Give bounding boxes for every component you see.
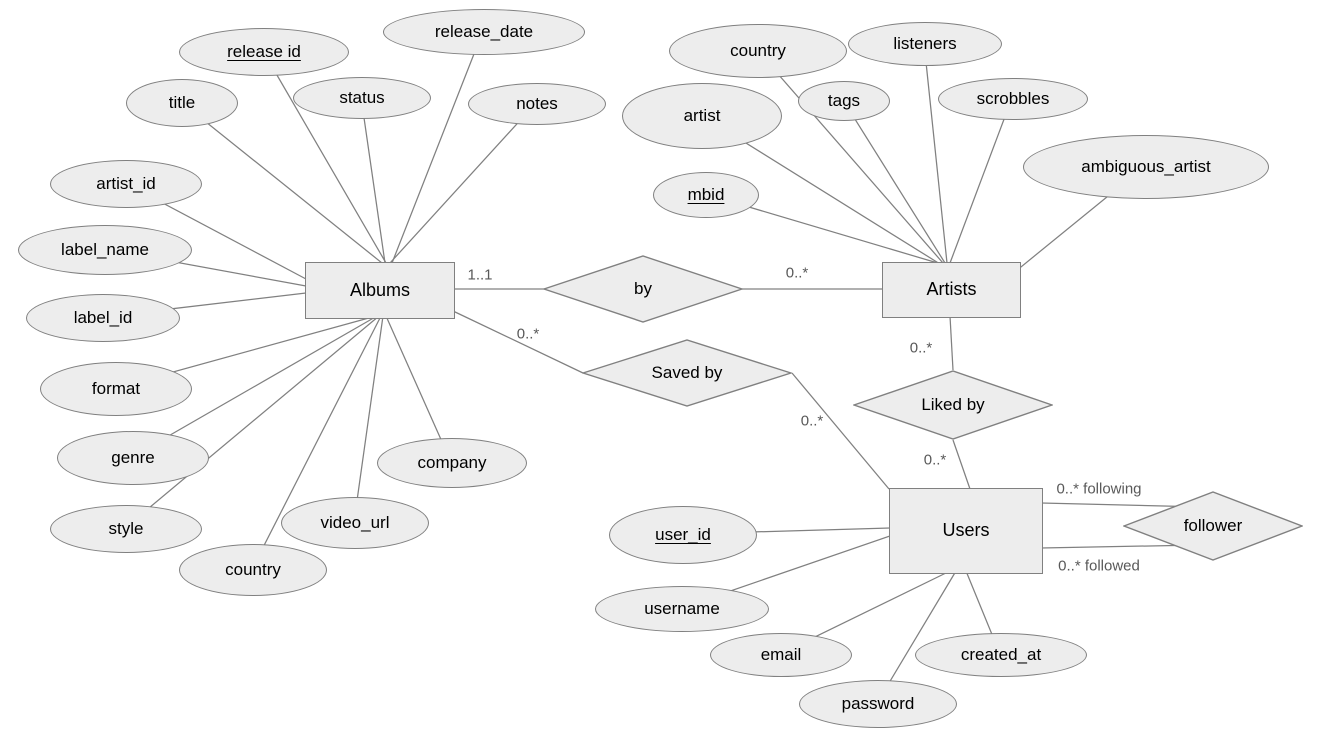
diamond-shape [582, 339, 792, 407]
attribute-status: status [293, 77, 431, 119]
attribute-release-date: release_date [383, 9, 585, 55]
relationship-by: by [543, 255, 743, 323]
attribute-title: title [126, 79, 238, 127]
cardinality-users-followed: 0..* followed [1058, 557, 1140, 575]
attribute-albums-country-label: country [225, 559, 281, 579]
relationship-by-label: by [634, 278, 652, 298]
attribute-password: password [799, 680, 957, 728]
diamond-shape [853, 370, 1053, 440]
attribute-video-url-label: video_url [320, 512, 390, 532]
connector-liked-by-users [952, 439, 971, 490]
entity-users-label: Users [942, 520, 990, 541]
connector-saved-by-users [791, 372, 890, 490]
cardinality-artists-liked-by: 0..* [909, 339, 933, 357]
connector-style-albums [124, 315, 380, 529]
cardinality-saved-by-users: 0..* [800, 412, 824, 430]
diamond-shape [1123, 491, 1303, 561]
attribute-artist: artist [622, 83, 782, 149]
cardinality-albums-saved-by: 0..* [516, 325, 540, 343]
attribute-password-label: password [841, 693, 915, 713]
attribute-username: username [595, 586, 769, 632]
attribute-release-id: release id [179, 28, 349, 76]
attribute-mbid-label: mbid [687, 184, 725, 204]
attribute-mbid: mbid [653, 172, 759, 218]
diamond-shape [543, 255, 743, 323]
attribute-tags: tags [798, 81, 890, 121]
attribute-created-at: created_at [915, 633, 1087, 677]
attribute-format-label: format [91, 378, 141, 398]
attribute-scrobbles: scrobbles [938, 78, 1088, 120]
connector-release-date-albums [391, 30, 484, 264]
relationship-follower-label: follower [1183, 515, 1243, 535]
connector-title-albums [180, 101, 383, 264]
attribute-email-label: email [760, 644, 802, 664]
attribute-release-date-label: release_date [434, 21, 534, 41]
attribute-username-label: username [644, 598, 720, 618]
attribute-listeners-label: listeners [893, 33, 957, 53]
attribute-notes-label: notes [516, 93, 558, 113]
connector-video-url-albums [353, 315, 384, 523]
connector-genre-albums [131, 315, 378, 458]
relationship-liked-by-label: Liked by [921, 394, 985, 414]
attribute-tags-label: tags [827, 90, 861, 110]
connector-scrobbles-artists [949, 97, 1013, 264]
attribute-user-id: user_id [609, 506, 757, 564]
attribute-genre-label: genre [111, 447, 155, 467]
cardinality-users-following: 0..* following [1056, 480, 1142, 498]
attribute-label-id: label_id [26, 294, 180, 342]
attribute-artist-label: artist [683, 105, 721, 125]
attribute-style-label: style [108, 518, 144, 538]
relationship-liked-by: Liked by [853, 370, 1053, 440]
attribute-company-label: company [417, 452, 487, 472]
attribute-artists-country-label: country [730, 40, 786, 60]
attribute-style: style [50, 505, 202, 553]
relationship-saved-by-label: Saved by [651, 362, 723, 382]
attribute-notes: notes [468, 83, 606, 125]
relationship-follower: follower [1123, 491, 1303, 561]
attribute-email: email [710, 633, 852, 677]
attribute-artist-id: artist_id [50, 160, 202, 208]
attribute-albums-country: country [179, 544, 327, 596]
attribute-ambiguous-artist-label: ambiguous_artist [1081, 156, 1211, 176]
attribute-created-at-label: created_at [960, 644, 1042, 664]
entity-artists: Artists [882, 262, 1021, 318]
connector-listeners-artists [923, 42, 948, 264]
attribute-video-url: video_url [281, 497, 429, 549]
connector-albums-saved-by [452, 310, 584, 374]
entity-users: Users [889, 488, 1043, 574]
attribute-company: company [377, 438, 527, 488]
attribute-label-name: label_name [18, 225, 192, 275]
connector-country-albums [251, 315, 382, 570]
connector-artists-liked-by [949, 315, 954, 371]
cardinality-albums-by: 1..1 [467, 266, 493, 284]
attribute-title-label: title [168, 92, 196, 112]
attribute-artist-id-label: artist_id [96, 173, 156, 193]
attribute-label-name-label: label_name [61, 239, 149, 259]
connector-status-albums [360, 96, 386, 264]
relationship-saved-by: Saved by [582, 339, 792, 407]
cardinality-liked-by-users: 0..* [923, 451, 947, 469]
connector-country-artists [756, 49, 944, 264]
attribute-scrobbles-label: scrobbles [976, 88, 1050, 108]
connector-notes-albums [389, 102, 537, 264]
entity-albums-label: Albums [349, 279, 411, 300]
attribute-status-label: status [339, 87, 385, 107]
connector-tags-artists [842, 99, 946, 264]
attribute-label-id-label: label_id [73, 307, 133, 327]
attribute-listeners: listeners [848, 22, 1002, 66]
cardinality-by-artists: 0..* [785, 264, 809, 282]
attribute-ambiguous-artist: ambiguous_artist [1023, 135, 1269, 199]
attribute-format: format [40, 362, 192, 416]
attribute-release-id-label: release id [227, 41, 301, 61]
entity-albums: Albums [305, 262, 455, 319]
connector-release-id-albums [262, 50, 387, 264]
attribute-genre: genre [57, 431, 209, 485]
attribute-user-id-label: user_id [655, 524, 711, 544]
attribute-artists-country: country [669, 24, 847, 78]
entity-artists-label: Artists [926, 279, 977, 300]
